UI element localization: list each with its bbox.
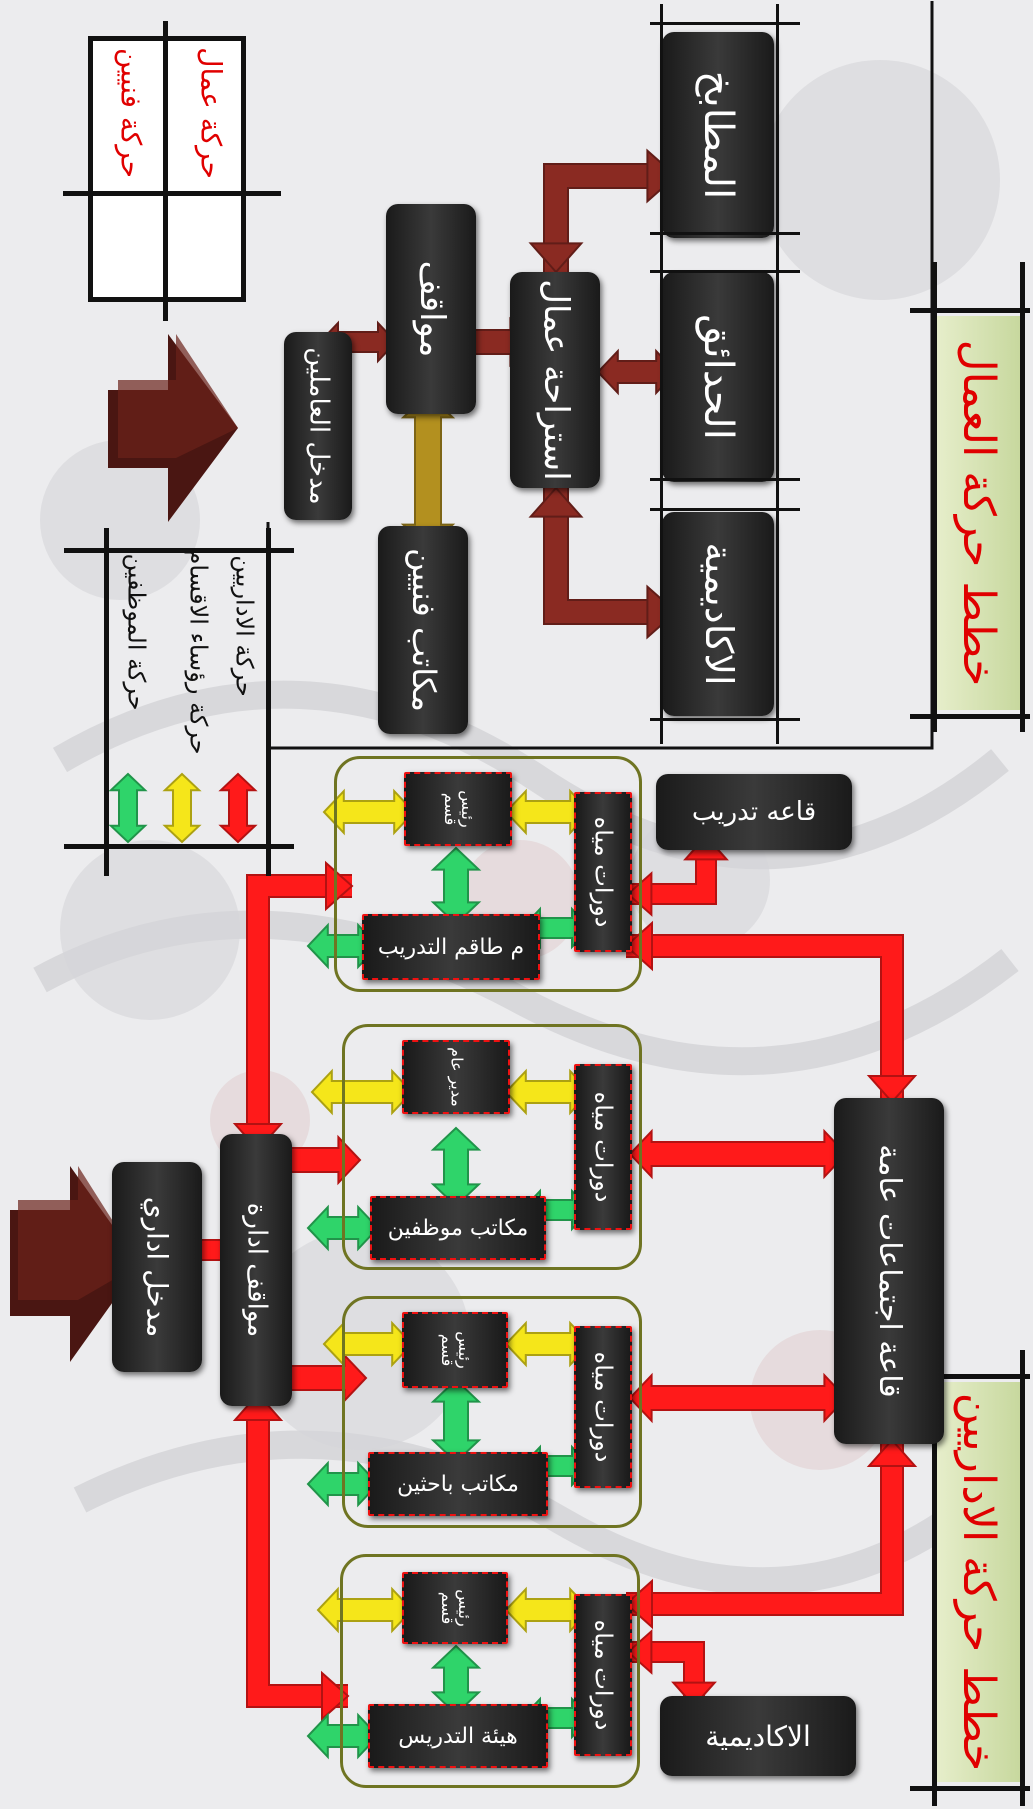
workers-rest-label: استراحة عمال (537, 279, 573, 480)
admin-entrance-label: مدخل اداري (142, 1197, 171, 1338)
arrow-meetings-to-group4 (626, 1440, 915, 1627)
employees-entrance-label: مدخل العاملين (304, 347, 331, 504)
meetings-hall-box: قاعة اجتماعات عامة (834, 1098, 944, 1444)
admin-entrance-box: مدخل اداري (112, 1162, 202, 1372)
wc-label-2: دورات مياه (590, 1092, 615, 1203)
wc-label-1: دورات مياه (590, 817, 615, 928)
gardens-label: الحدائق (697, 314, 739, 440)
legend-workers: حركة عمال حركة فنيين (88, 36, 246, 302)
legend-staff-movement-label: حركة الموظفين (123, 553, 148, 710)
office-label-3: مكاتب باحثين (397, 1472, 519, 1497)
meetings-hall-label: قاعة اجتماعات عامة (873, 1144, 905, 1397)
admin-parking-box: مواقف ادارة (220, 1134, 292, 1406)
office-label-1: م طاقم التدريب (378, 935, 524, 960)
wc-box-3: دورات مياه (574, 1326, 632, 1488)
admin-parking-label: مواقف ادارة (242, 1203, 269, 1337)
head-box-3: رئيس قسم (402, 1312, 508, 1388)
parking-label: مواقف (413, 261, 449, 358)
gardens-box: الحدائق (662, 272, 774, 482)
office-box-3: مكاتب باحثين (368, 1452, 548, 1516)
arrow-academy-to-wc4 (628, 1631, 715, 1706)
office-box-4: هيئة التدريس (368, 1704, 548, 1768)
admin-academy-label: الاكاديمية (705, 1720, 811, 1753)
training-hall-box: قاعه تدريب (656, 774, 852, 850)
legend-heads-movement-label: حركة رؤساء الاقسام (185, 550, 210, 755)
workers-banner-title: خطط حركة العمال (955, 340, 1001, 687)
workers-academy-label: الاكاديمية (698, 542, 738, 685)
arrow-meetings-to-group1 (626, 923, 915, 1102)
arrow-meetings-to-group3 (630, 1375, 846, 1421)
workers-banner: خطط حركة العمال (932, 316, 1024, 710)
parking-box: مواقف (386, 204, 476, 414)
head-label-2: مدير عام (448, 1045, 465, 1109)
admin-academy-box: الاكاديمية (660, 1696, 856, 1776)
kitchen-label: المطابخ (697, 71, 739, 199)
employees-entrance-box: مدخل العاملين (284, 332, 352, 520)
office-box-2: مكاتب موظفين (370, 1196, 546, 1260)
head-label-1: رئيس قسم (441, 777, 475, 841)
office-label-4: هيئة التدريس (398, 1724, 517, 1749)
kitchen-box: المطابخ (662, 32, 774, 238)
head-label-3: رئيس قسم (438, 1318, 472, 1382)
admins-banner-title: خطط حركة الاداريين (955, 1393, 1001, 1771)
wc-box-1: دورات مياه (574, 792, 632, 952)
wc-box-2: دورات مياه (574, 1064, 632, 1230)
legend-admins-movement-label: حركة الاداريين (231, 555, 256, 697)
head-box-4: رئيس قسم (402, 1572, 508, 1644)
arrow-rest-to-kitchen (531, 151, 676, 272)
technicians-offices-label: مكاتب فنيين (406, 548, 440, 712)
arrow-admin-to-group4 (235, 1394, 348, 1719)
wc-label-3: دورات مياه (590, 1352, 615, 1463)
arrow-parking-technicians (403, 394, 452, 548)
legend-technicians-movement-label: حركة فنيين (116, 48, 145, 178)
technicians-offices-box: مكاتب فنيين (378, 526, 468, 734)
entrance-arrow-workers (108, 334, 238, 522)
wc-label-4: دورات مياه (590, 1620, 615, 1731)
workers-academy-box: الاكاديمية (662, 512, 774, 716)
arrow-meetings-to-group2 (630, 1131, 846, 1177)
office-box-1: م طاقم التدريب (362, 914, 540, 980)
legend-admin: حركة الاداريين حركة رؤساء الاقسام حركة ا… (74, 528, 270, 846)
workers-rest-box: استراحة عمال (510, 272, 600, 488)
admins-banner: خطط حركة الاداريين (932, 1382, 1024, 1782)
legend-workers-movement-label: حركة عمال (196, 47, 225, 179)
head-box-2: مدير عام (402, 1040, 510, 1114)
training-hall-label: قاعه تدريب (692, 797, 816, 827)
wc-box-4: دورات مياه (574, 1594, 632, 1756)
head-label-4: رئيس قسم (438, 1576, 472, 1640)
head-box-1: رئيس قسم (404, 772, 512, 846)
office-label-2: مكاتب موظفين (388, 1216, 529, 1241)
